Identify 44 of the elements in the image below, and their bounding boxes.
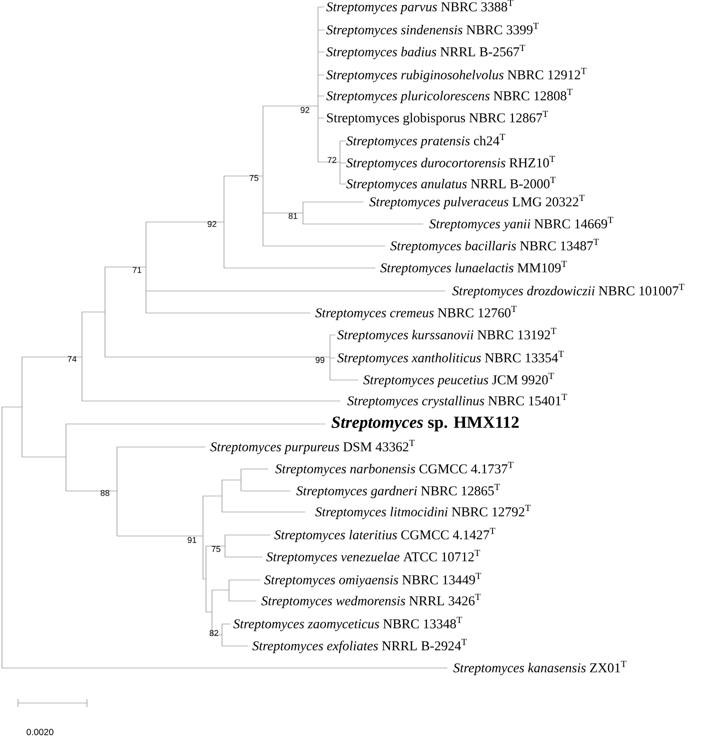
taxon-label: Streptomyces xantholiticus NBRC 13354$^{T}$ xyxy=(337,350,564,366)
taxon-label: Streptomyces rubiginosohelvolus NBRC 12912$^{T}$ xyxy=(326,68,586,82)
taxon-label: Streptomyces crystallinus NBRC 15401$^{T}$ xyxy=(347,394,568,408)
taxon-label: Streptomyces parvus NBRC 3388$^{T}$ xyxy=(326,0,514,14)
taxon-label: Streptomyces kanasensis ZX01$^{T}$ xyxy=(453,660,626,676)
taxon-label: Streptomyces pluricolorescens NBRC 12808$^{T}$ xyxy=(326,88,572,104)
taxon-label: Streptomyces venezuelae ATCC 10712$^{T}$ xyxy=(266,550,480,564)
taxon-label: Streptomyces litmocidini NBRC 12792$^{T}$ xyxy=(315,504,531,520)
bootstrap-value: 82 xyxy=(210,630,218,636)
taxon-label: Streptomyces omiyaensis NBRC 13449$^{T}$ xyxy=(264,572,482,588)
taxon-label: Streptomyces sindenensis NBRC 3399$^{T}$ xyxy=(326,22,539,38)
taxon-label: Streptomyces gardneri NBRC 12865$^{T}$ xyxy=(296,484,500,498)
bootstrap-value: 81 xyxy=(288,213,298,219)
taxon-label: Streptomyces wedmorensis NRRL 3426$^{T}$ xyxy=(261,594,481,608)
taxon-label: Streptomyces exfoliates NRRL B-2924$^{T}$ xyxy=(252,638,467,654)
taxon-label: Streptomyces durocortorensis RHZ10$^{T}$ xyxy=(346,156,556,170)
taxon-label: Streptomyces anulatus NRRL B-2000$^{T}$ xyxy=(346,176,556,192)
bootstrap-value: 91 xyxy=(188,537,196,543)
bootstrap-value: 72 xyxy=(328,157,336,163)
bootstrap-value: 71 xyxy=(132,267,142,273)
taxon-label: Streptomyces drozdowiczii NBRC 101007$^{T}$ xyxy=(452,284,684,298)
taxon-label: Streptomyces badius NRRL B-2567$^{T}$ xyxy=(326,44,526,60)
taxon-label: Streptomyces narbonensis CGMCC 4.1737$^{T}$ xyxy=(275,462,514,476)
taxon-label: Streptomyces globisporus NBRC 12867$^{T}$ xyxy=(327,110,548,126)
bootstrap-value: 92 xyxy=(300,107,310,113)
taxon-label: Streptomyces kurssanovii NBRC 13192$^{T}$ xyxy=(337,328,556,342)
taxon-label: Streptomyces bacillaris NBRC 13487$^{T}$ xyxy=(390,238,599,254)
scale-value: 0.0020 xyxy=(26,728,54,736)
taxon-label: Streptomyces yanii NBRC 14669$^{T}$ xyxy=(429,216,614,232)
bootstrap-value: 75 xyxy=(250,175,258,181)
bootstrap-value: 75 xyxy=(212,546,220,552)
taxon-label: Streptomyces peucetius JCM 9920$^{T}$ xyxy=(363,372,554,388)
bootstrap-value: 99 xyxy=(316,357,324,363)
taxon-label: Streptomyces sp. HMX112 xyxy=(332,416,519,432)
taxon-label: Streptomyces lateritius CGMCC 4.1427$^{T}$ xyxy=(274,528,496,542)
taxon-label: Streptomyces purpureus DSM 43362$^{T}$ xyxy=(210,440,415,454)
bootstrap-value: 88 xyxy=(100,490,110,496)
taxon-label: Streptomyces pulveraceus LMG 20322$^{T}$ xyxy=(369,194,585,210)
taxon-label: Streptomyces pratensis ch24$^{T}$ xyxy=(346,134,506,148)
taxon-label: Streptomyces lunaelactis MM109$^{T}$ xyxy=(380,260,567,276)
bootstrap-value: 92 xyxy=(208,221,216,227)
taxon-label: Streptomyces cremeus NBRC 12760$^{T}$ xyxy=(315,306,517,320)
bootstrap-value: 74 xyxy=(68,356,76,362)
taxon-label: Streptomyces zaomyceticus NBRC 13348$^{T}$ xyxy=(233,616,462,632)
